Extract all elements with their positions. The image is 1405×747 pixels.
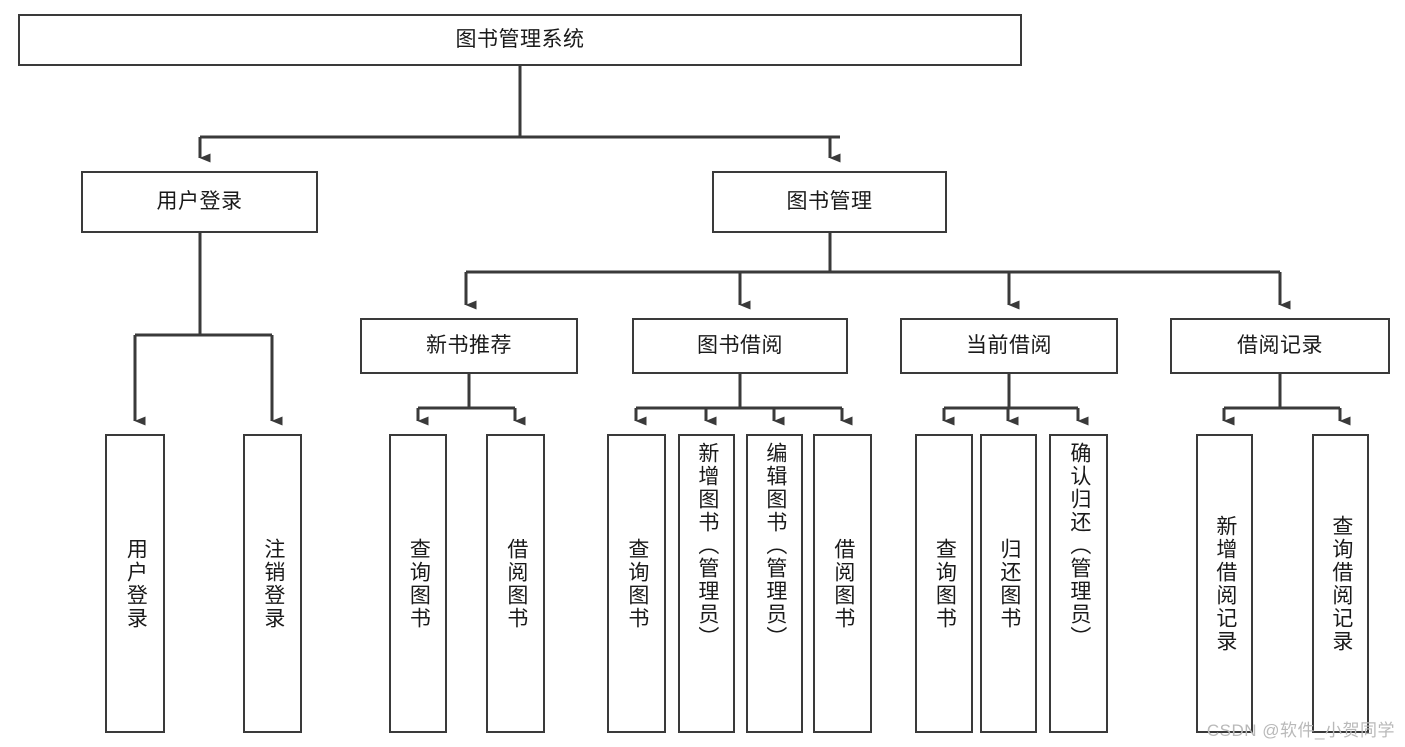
node-leaf-logout-login[interactable]: 注销登录 [243, 434, 302, 733]
node-label: 注销登录 [261, 537, 285, 630]
node-label: 图书借阅 [697, 333, 783, 357]
node-leaf-borrow-book[interactable]: 借阅图书 [813, 434, 872, 733]
node-label: 确认归还（管理员） [1067, 442, 1091, 649]
node-book-manage[interactable]: 图书管理 [712, 171, 947, 233]
node-label: 图书管理系统 [455, 27, 585, 51]
node-label: 查询图书 [407, 537, 431, 630]
node-book-borrow[interactable]: 图书借阅 [632, 318, 848, 374]
node-leaf-query-book-current[interactable]: 查询图书 [915, 434, 973, 733]
node-label: 查询图书 [933, 537, 957, 630]
node-borrow-record[interactable]: 借阅记录 [1170, 318, 1390, 374]
node-label: 借阅图书 [831, 537, 855, 630]
node-user-login[interactable]: 用户登录 [81, 171, 318, 233]
node-label: 借阅记录 [1237, 333, 1323, 357]
node-label: 当前借阅 [966, 333, 1052, 357]
node-label: 借阅图书 [504, 537, 528, 630]
node-leaf-query-book-borrow[interactable]: 查询图书 [607, 434, 666, 733]
node-new-book-recommend[interactable]: 新书推荐 [360, 318, 578, 374]
node-label: 编辑图书（管理员） [763, 442, 787, 649]
node-current-borrow[interactable]: 当前借阅 [900, 318, 1118, 374]
node-leaf-query-borrow-record[interactable]: 查询借阅记录 [1312, 434, 1369, 733]
node-leaf-query-book-recommend[interactable]: 查询图书 [389, 434, 447, 733]
node-label: 新增图书（管理员） [695, 442, 719, 649]
node-label: 用户登录 [124, 537, 148, 630]
node-label: 查询图书 [625, 537, 649, 630]
node-label: 归还图书 [997, 537, 1021, 630]
node-leaf-borrow-book-recommend[interactable]: 借阅图书 [486, 434, 545, 733]
node-label: 新增借阅记录 [1213, 514, 1237, 653]
node-leaf-return-book[interactable]: 归还图书 [980, 434, 1037, 733]
node-leaf-user-login[interactable]: 用户登录 [105, 434, 165, 733]
node-label: 图书管理 [786, 189, 873, 213]
node-leaf-add-borrow-record[interactable]: 新增借阅记录 [1196, 434, 1253, 733]
node-root-system[interactable]: 图书管理系统 [18, 14, 1022, 66]
node-label: 查询借阅记录 [1329, 514, 1353, 653]
node-label: 用户登录 [156, 189, 243, 213]
watermark-text: CSDN @软件_小贺同学 [1206, 721, 1395, 740]
node-leaf-edit-book[interactable]: 编辑图书（管理员） [746, 434, 803, 733]
node-leaf-add-book[interactable]: 新增图书（管理员） [678, 434, 735, 733]
node-label: 新书推荐 [426, 333, 512, 357]
node-leaf-confirm-return[interactable]: 确认归还（管理员） [1049, 434, 1108, 733]
